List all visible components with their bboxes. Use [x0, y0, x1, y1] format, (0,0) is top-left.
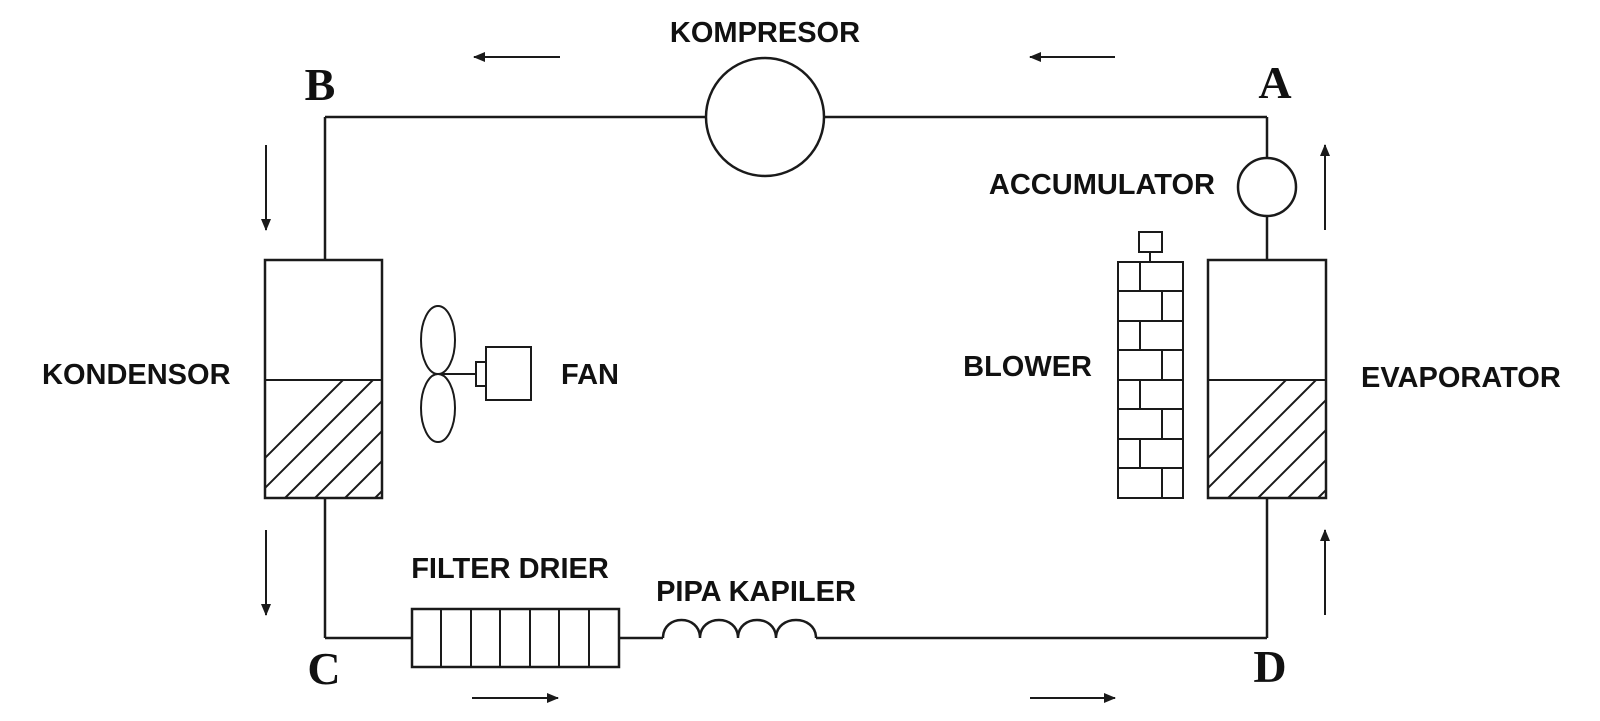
blower-label: BLOWER: [963, 351, 1092, 383]
fan-label: FAN: [561, 359, 619, 391]
kondensor-label: KONDENSOR: [42, 359, 231, 391]
pipa-kapiler-label: PIPA KAPILER: [656, 576, 856, 608]
fan-symbol: [420, 305, 532, 443]
filter-drier-label: FILTER DRIER: [411, 553, 609, 585]
blower-symbol: [1117, 231, 1184, 499]
accumulator-symbol: [1236, 156, 1298, 218]
flow-arrows: [261, 52, 1330, 703]
point-d-label: D: [1253, 641, 1286, 692]
pipa-kapiler-coil: [661, 618, 818, 639]
evaporator-label: EVAPORATOR: [1361, 362, 1561, 394]
evaporator-symbol: [1206, 258, 1328, 500]
accumulator-label: ACCUMULATOR: [989, 169, 1215, 201]
kompresor-label: KOMPRESOR: [670, 17, 860, 49]
filter-drier-symbol: [410, 607, 621, 669]
point-a-label: A: [1258, 57, 1291, 108]
point-b-label: B: [305, 59, 336, 110]
kondensor-symbol: [263, 258, 384, 500]
piping-circuit: [323, 115, 1269, 640]
point-c-label: C: [307, 643, 340, 694]
kompresor-symbol: [704, 56, 826, 178]
